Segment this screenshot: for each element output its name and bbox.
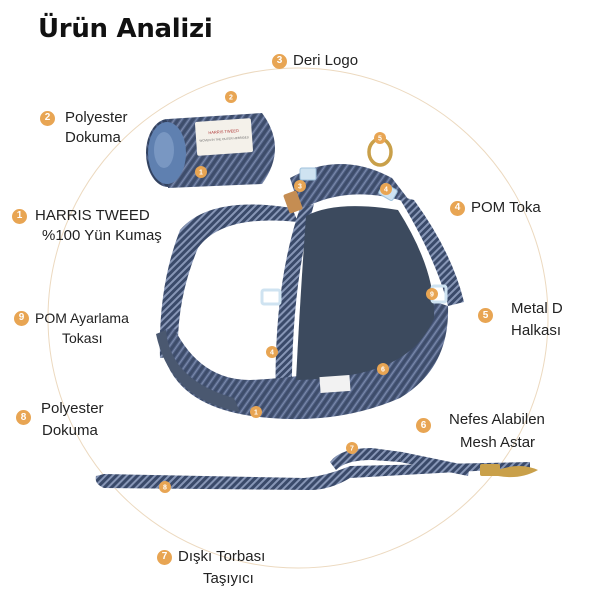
marker-9 xyxy=(426,288,438,300)
callout-number: 5 xyxy=(478,308,493,323)
callout-number: 4 xyxy=(450,200,465,216)
leash xyxy=(95,448,538,490)
badge-line-2: WOVEN IN THE OUTER HEBRIDES xyxy=(199,135,249,142)
callout-pom-adjuster: 9 POM Ayarlama Tokası xyxy=(14,308,129,348)
callout-label: Metal D xyxy=(511,299,563,317)
marker-4 xyxy=(380,183,392,195)
callout-bag-dispenser: 7 Dışkı Torbası Taşıyıcı xyxy=(157,547,265,589)
callout-label: Nefes Alabilen xyxy=(449,410,545,428)
callout-harris-tweed: 1 HARRIS TWEED %100 Yün Kumaş xyxy=(12,206,162,246)
badge-line-1: HARRIS TWEED xyxy=(208,128,239,135)
callout-polyester-weave-top: 2 Polyester Dokuma xyxy=(40,108,128,148)
callout-polyester-weave-bottom: 8 Polyester Dokuma xyxy=(16,392,104,441)
marker-5 xyxy=(374,132,386,144)
marker-3-label: 3 xyxy=(298,184,302,191)
callout-label: Polyester xyxy=(41,399,104,417)
callout-label: HARRIS TWEED xyxy=(35,207,150,224)
callout-label-line2: Tokası xyxy=(62,330,103,346)
marker-7 xyxy=(346,442,358,454)
page-title: Ürün Analizi xyxy=(38,14,213,44)
callout-breathable-mesh: 6 Nefes Alabilen Mesh Astar xyxy=(416,406,545,453)
marker-6-label: 6 xyxy=(381,367,385,374)
callout-label-line2: Halkası xyxy=(511,322,562,339)
callout-number: 2 xyxy=(40,110,55,126)
callout-number: 3 xyxy=(272,53,287,69)
callout-label: Deri Logo xyxy=(293,52,359,69)
marker-4-label: 4 xyxy=(384,187,388,194)
callout-metal-d-ring: 5 Metal D Halkası xyxy=(478,294,563,341)
callout-number: 6 xyxy=(416,418,431,433)
callout-number: 9 xyxy=(14,310,29,326)
callout-label-line2: %100 Yün Kumaş xyxy=(42,227,162,244)
marker-7-label: 7 xyxy=(350,446,354,453)
marker-5-label: 5 xyxy=(378,136,382,143)
marker-8-label: 8 xyxy=(163,485,167,492)
marker-9-label: 9 xyxy=(430,292,434,299)
callout-number: 7 xyxy=(157,549,172,565)
marker-3 xyxy=(294,180,306,192)
marker-2-label: 2 xyxy=(229,95,233,102)
callout-leather-logo: 3 Deri Logo xyxy=(272,51,358,71)
marker-4-strap-label: 4 xyxy=(270,350,274,357)
callout-label-line2: Dokuma xyxy=(65,129,121,146)
guide-circle xyxy=(47,67,549,569)
callout-label-line2: Dokuma xyxy=(42,422,98,439)
marker-1-pad-label: 1 xyxy=(254,410,258,417)
callout-label: Polyester xyxy=(65,109,128,126)
harness xyxy=(156,137,464,420)
callout-label: POM Ayarlama xyxy=(35,310,129,326)
product-markers: 2 1 5 3 4 9 4 6 1 7 8 xyxy=(159,91,438,493)
callout-label-line2: Mesh Astar xyxy=(460,434,536,451)
callout-number: 8 xyxy=(16,410,31,425)
marker-1-roll-label: 1 xyxy=(199,170,203,177)
bag-holder: HARRIS TWEED WOVEN IN THE OUTER HEBRIDES xyxy=(146,113,275,188)
marker-1-roll xyxy=(195,166,207,178)
callout-label-line2: Taşıyıcı xyxy=(203,570,254,587)
marker-4-strap xyxy=(266,346,278,358)
callout-number: 1 xyxy=(12,208,27,224)
marker-1-pad xyxy=(250,406,262,418)
marker-2 xyxy=(225,91,237,103)
callout-label: Dışkı Torbası xyxy=(178,548,266,565)
callout-label: POM Toka xyxy=(471,199,541,216)
callout-pom-buckle: 4 POM Toka xyxy=(450,198,541,218)
marker-6 xyxy=(377,363,389,375)
marker-8 xyxy=(159,481,171,493)
